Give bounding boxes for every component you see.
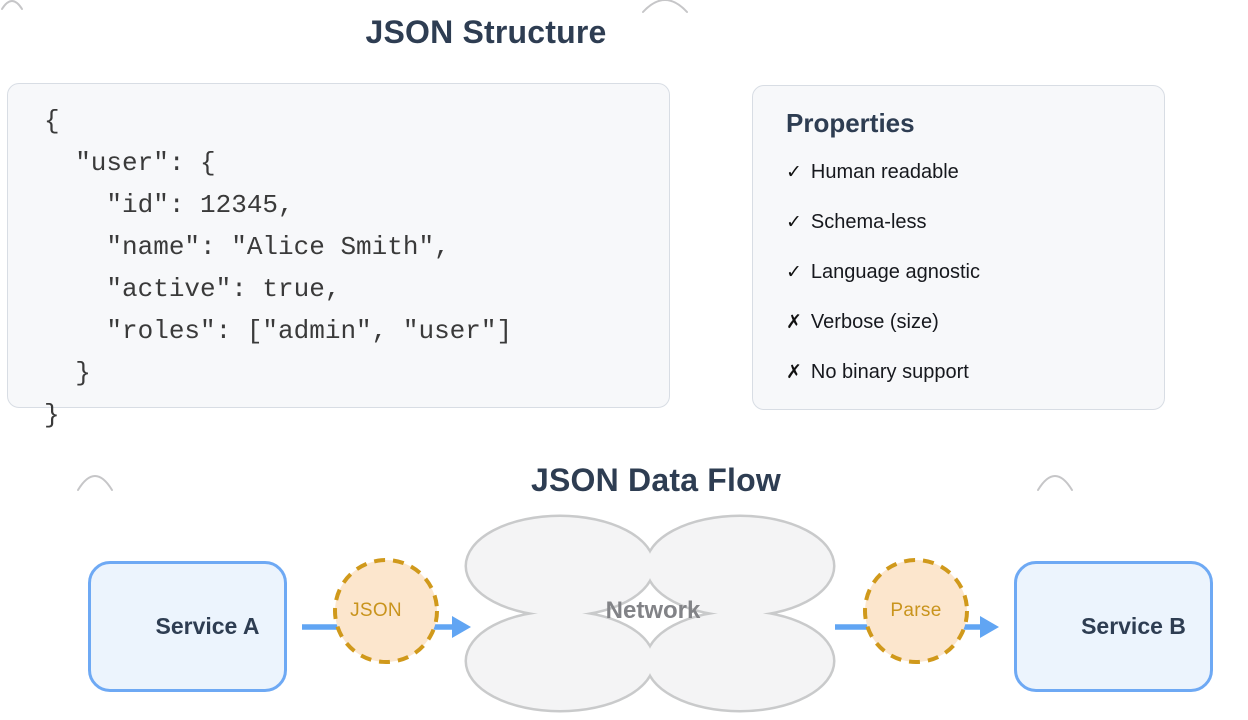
json-code: { "user": { "id": 12345, "name": "Alice … — [44, 106, 513, 430]
properties-title: Properties — [786, 108, 915, 138]
structure-title: JSON Structure — [365, 14, 607, 50]
cross-icon: ✗ — [786, 362, 802, 383]
json-payload-circle — [333, 558, 439, 664]
arc-top-left — [1, 0, 23, 10]
flow-diagram-graphics — [302, 514, 999, 713]
cross-icon: ✗ — [786, 312, 802, 333]
check-icon: ✓ — [786, 162, 802, 183]
property-label: Schema-less — [810, 211, 927, 233]
arc-top-center — [642, 0, 688, 13]
check-icon: ✓ — [786, 262, 802, 283]
property-item: ✓ Human readable — [786, 161, 1136, 183]
parse-circle — [863, 558, 969, 664]
json-code-panel: { "user": { "id": 12345, "name": "Alice … — [7, 83, 670, 430]
service-a-label: Service A — [155, 613, 260, 639]
property-label: Language agnostic — [810, 261, 980, 283]
property-item: ✓ Schema-less — [786, 211, 1136, 233]
property-item: ✗ Verbose (size) — [786, 311, 1136, 333]
property-item: ✗ No binary support — [786, 361, 1136, 383]
property-label: No binary support — [810, 361, 969, 383]
arrowhead-a-to-network — [452, 616, 471, 638]
property-item: ✓ Language agnostic — [786, 261, 1136, 283]
network-label: Network — [605, 597, 701, 624]
node-service-a: Service A — [88, 561, 287, 692]
properties-list: ✓ Human readable ✓ Schema-less ✓ Language agn… — [786, 161, 1136, 383]
service-b-label: Service B — [1081, 613, 1186, 639]
check-icon: ✓ — [786, 212, 802, 233]
property-label: Human readable — [810, 161, 959, 183]
flow-title: JSON Data Flow — [531, 462, 781, 498]
parse-label: Parse — [890, 600, 942, 621]
properties-panel: Properties ✓ Human readable ✓ Schema-less ✓ L… — [752, 85, 1165, 410]
property-label: Verbose (size) — [810, 311, 939, 333]
node-service-b: Service B — [1014, 561, 1213, 692]
network-cloud — [464, 514, 836, 713]
json-payload-label: JSON — [350, 600, 402, 621]
arrowhead-network-to-b — [980, 616, 999, 638]
